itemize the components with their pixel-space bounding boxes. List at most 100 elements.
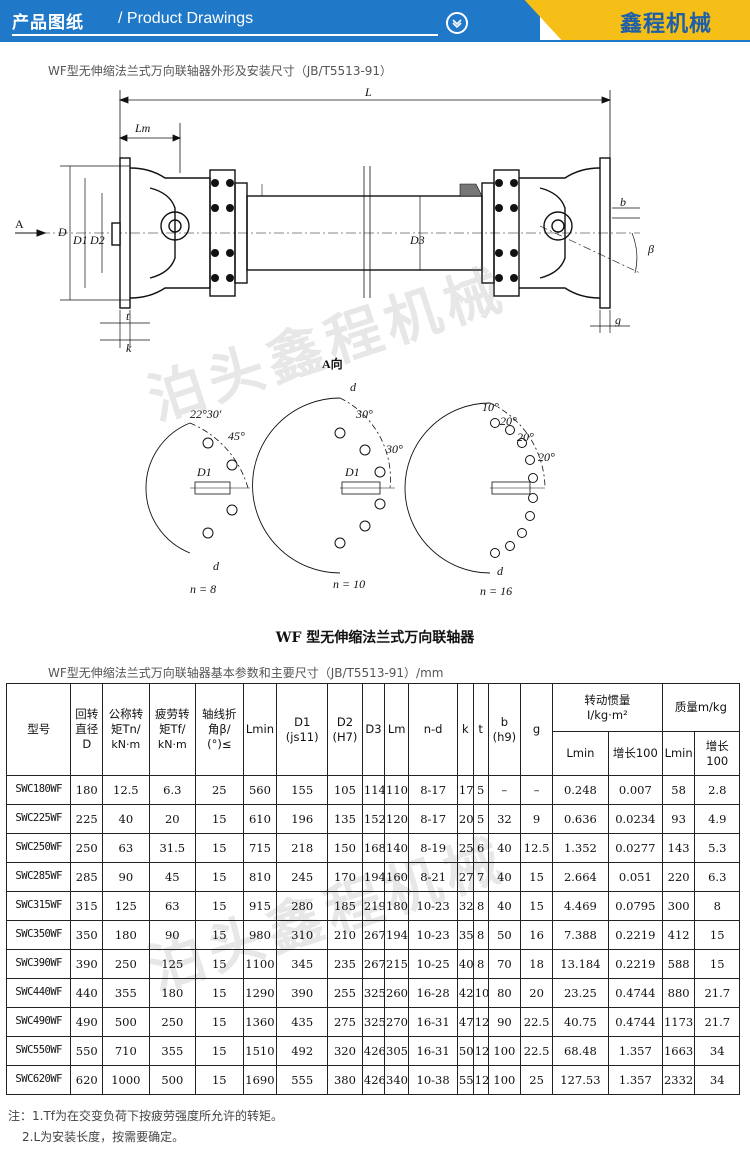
table-cell: 250: [102, 949, 150, 979]
table-cell: 620: [70, 1065, 104, 1095]
model-cell: SWC490WF: [5, 1007, 72, 1037]
table-cell: 40: [487, 833, 522, 863]
table-cell: 710: [102, 1036, 150, 1066]
table-cell: 1173: [661, 1007, 696, 1037]
table-cell: 426: [361, 1065, 386, 1095]
table-cell: 5: [472, 775, 489, 805]
table-cell: 15: [694, 920, 740, 950]
table-cell: 1360: [242, 1007, 278, 1037]
table-cell: 152: [361, 804, 386, 834]
table-cell: 40: [487, 862, 522, 892]
table-cell: 435: [276, 1007, 329, 1037]
table-cell: 196: [276, 804, 329, 834]
table-cell: 390: [276, 978, 329, 1008]
table-cell: 0.2219: [607, 920, 663, 950]
col-header-Tf: 疲劳转矩Tf/kN·m: [148, 683, 197, 776]
table-cell: 22.5: [520, 1036, 553, 1066]
notes: 注：1.Tf为在交变负荷下按疲劳强度所允许的转矩。 2.L为安装长度，按需要确定…: [8, 1106, 283, 1148]
table-cell: 25: [520, 1065, 553, 1095]
table-cell: 63: [148, 891, 197, 921]
table-cell: 315: [70, 891, 104, 921]
label-D1: D1: [72, 233, 88, 247]
table-cell: 100: [487, 1065, 522, 1095]
table-cell: 143: [661, 833, 696, 863]
table-cell: –: [520, 775, 553, 805]
col-header-inertia-per100: 增长100: [607, 731, 663, 776]
table-cell: 180: [102, 920, 150, 950]
table-cell: 210: [327, 920, 363, 950]
table-cell: 20: [456, 804, 474, 834]
table-cell: 1.352: [551, 833, 609, 863]
table-cell: 267: [361, 920, 386, 950]
table-cell: 180: [70, 775, 104, 805]
table-cell: 220: [661, 862, 696, 892]
table-cell: 15: [195, 804, 244, 834]
table-cell: 21.7: [694, 1007, 740, 1037]
label-g: g: [615, 313, 621, 327]
table-cell: 355: [102, 978, 150, 1008]
note-1: 注：1.Tf为在交变负荷下按疲劳强度所允许的转矩。: [8, 1109, 284, 1123]
table-cell: 500: [148, 1065, 197, 1095]
table-cell: 260: [384, 978, 410, 1008]
table-cell: 45: [148, 862, 197, 892]
table-cell: 185: [327, 891, 363, 921]
label-Lm: Lm: [134, 121, 151, 135]
dimension-L: [118, 90, 612, 163]
table-cell: 90: [102, 862, 150, 892]
col-header-inertia-lmin: Lmin: [551, 731, 609, 776]
title-underline: [12, 34, 438, 36]
table-cell: 10-25: [408, 949, 458, 979]
table-cell: 16-31: [408, 1007, 458, 1037]
flange-pattern-n16: [404, 402, 546, 574]
table-cell: 50: [456, 1036, 474, 1066]
table-cell: 1663: [661, 1036, 696, 1066]
table-cell: 0.2219: [607, 949, 663, 979]
header-divider: [0, 40, 750, 42]
table-cell: 18: [520, 949, 553, 979]
table-cell: 31.5: [148, 833, 197, 863]
table-cell: 340: [384, 1065, 410, 1095]
table-cell: 2.664: [551, 862, 609, 892]
model-cell: SWC285WF: [5, 862, 72, 892]
table-cell: 1.357: [607, 1036, 663, 1066]
table-cell: 10-38: [408, 1065, 458, 1095]
table-cell: 12: [472, 1036, 489, 1066]
section-title-en: / Product Drawings: [118, 10, 254, 27]
table-cell: 21.7: [694, 978, 740, 1008]
table-cell: 16: [520, 920, 553, 950]
table-cell: 350: [70, 920, 104, 950]
label-angle-30a: 30°: [355, 407, 373, 421]
brand-name: 鑫程机械: [620, 12, 713, 37]
table-cell: 10: [472, 978, 489, 1008]
table-cell: 8-17: [408, 804, 458, 834]
model-cell: SWC440WF: [5, 978, 72, 1008]
table-cell: 114: [361, 775, 386, 805]
col-header-model: 型号: [5, 683, 72, 776]
col-header-Lm: Lm: [384, 683, 410, 776]
chevron-down-icon[interactable]: [446, 12, 468, 34]
table-cell: 8-17: [408, 775, 458, 805]
label-n16: n = 16: [480, 584, 512, 598]
col-header-mass-lmin: Lmin: [661, 731, 696, 776]
table-cell: 168: [361, 833, 386, 863]
table-cell: 25: [195, 775, 244, 805]
table-cell: 125: [102, 891, 150, 921]
table-cell: 15: [195, 949, 244, 979]
table-cell: 120: [384, 804, 410, 834]
label-A: A: [15, 217, 24, 231]
table-cell: 160: [384, 862, 410, 892]
table-cell: 93: [661, 804, 696, 834]
col-header-beta: 轴线折角β/(°)≤: [195, 683, 244, 776]
table-cell: 426: [361, 1036, 386, 1066]
table-cell: 0.051: [607, 862, 663, 892]
table-cell: 305: [384, 1036, 410, 1066]
table-cell: 325: [361, 978, 386, 1008]
label-D3: D3: [409, 233, 425, 247]
label-n10: n = 10: [333, 577, 365, 591]
table-cell: 0.4744: [607, 1007, 663, 1037]
